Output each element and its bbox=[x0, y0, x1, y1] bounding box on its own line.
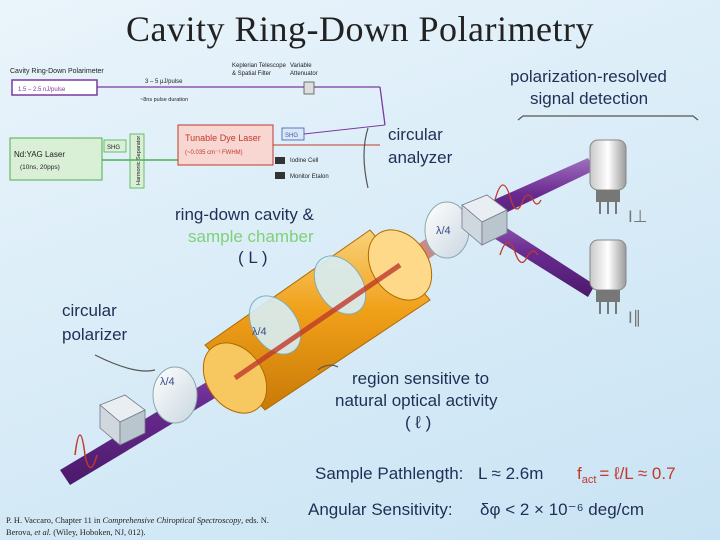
inset-pulse-energy: 1.5 – 2.5 nJ/pulse bbox=[18, 87, 66, 93]
attenuator-block bbox=[303, 81, 315, 95]
nd-yag-box bbox=[9, 137, 103, 181]
inset-attenuator-1: Variable bbox=[290, 63, 312, 69]
inset-title: Cavity Ring-Down Polarimeter bbox=[10, 68, 104, 75]
angular-value: δφ < 2 × 10⁻⁶ deg/cm bbox=[480, 500, 644, 519]
angular-label: Angular Sensitivity: bbox=[308, 500, 453, 519]
inset-pulse-duration: ~8ns pulse duration bbox=[140, 97, 188, 103]
detector-perp: I⊥ bbox=[589, 139, 648, 226]
nd-yag-label: Nd:YAG Laser bbox=[14, 150, 65, 159]
i-par-label: I∥ bbox=[628, 308, 641, 327]
dye-laser-spec: (~0.035 cm⁻¹ FWHM) bbox=[185, 150, 243, 156]
inset-beam-energy: 3 – 5 μJ/pulse bbox=[145, 79, 183, 85]
i-perp-label: I⊥ bbox=[628, 207, 648, 226]
shg-2-label: SHG bbox=[285, 133, 298, 139]
polarization-label-1: polarization-resolved bbox=[510, 67, 667, 86]
callout-labels: polarization-resolved signal detection c… bbox=[62, 67, 699, 432]
dye-laser-label: Tunable Dye Laser bbox=[185, 133, 261, 143]
input-waveplate bbox=[152, 366, 198, 424]
cavity-label-1: ring-down cavity & bbox=[175, 205, 315, 224]
monitor-etalon-label: Monitor Etalon bbox=[290, 174, 329, 180]
fact-label: fact= ℓ/L ≈ 0.7 bbox=[577, 464, 676, 486]
region-label-3: ( ℓ ) bbox=[405, 413, 431, 432]
pulse-trace-upper bbox=[494, 184, 542, 210]
input-waveplate-label: λ/4 bbox=[160, 376, 175, 388]
slide-title: Cavity Ring-Down Polarimetry bbox=[126, 9, 594, 49]
inset-spatial-filter: & Spatial Filter bbox=[232, 71, 271, 77]
detector-parallel: I∥ bbox=[589, 239, 641, 327]
pulse-trace-lower bbox=[499, 241, 539, 264]
summary: Sample Pathlength: L ≈ 2.6m fact= ℓ/L ≈ … bbox=[308, 464, 676, 519]
circular-polarizer-label-1: circular bbox=[62, 301, 117, 320]
inset-schematic: Cavity Ring-Down Polarimeter 1.5 – 2.5 n… bbox=[9, 63, 386, 189]
circular-polarizer-label-2: polarizer bbox=[62, 325, 128, 344]
pathlength-label: Sample Pathlength: bbox=[315, 464, 463, 483]
iodine-cell-label: Iodine Cell bbox=[290, 158, 318, 164]
region-label-2: natural optical activity bbox=[335, 391, 498, 410]
inset-telescope: Keplerian Telescope bbox=[232, 63, 287, 69]
nd-yag-spec: (10ns, 20pps) bbox=[20, 164, 60, 171]
inset-attenuator-2: Attenuator bbox=[290, 71, 318, 77]
pathlength-value: L ≈ 2.6m bbox=[478, 464, 543, 483]
region-label-1: region sensitive to bbox=[352, 369, 489, 388]
circular-analyzer-label-1: circular bbox=[388, 125, 443, 144]
circular-analyzer-label-2: analyzer bbox=[388, 148, 453, 167]
cavity-cylinder: λ/4 bbox=[202, 229, 433, 414]
circular-analyzer-optics: λ/4 bbox=[424, 194, 508, 259]
shg-1-label: SHG bbox=[107, 145, 120, 151]
polarization-label-2: signal detection bbox=[530, 89, 648, 108]
cavity-label-3: ( L ) bbox=[238, 248, 268, 267]
pulse-trace-in bbox=[74, 434, 98, 469]
dye-laser-box bbox=[177, 124, 274, 166]
output-waveplate-label: λ/4 bbox=[436, 225, 451, 237]
cavity-waveplate-label: λ/4 bbox=[252, 326, 267, 338]
circular-polarizer-optics: λ/4 bbox=[99, 366, 198, 446]
cavity-label-2: sample chamber bbox=[188, 227, 314, 246]
polarization-bracket bbox=[517, 115, 699, 121]
citation: P. H. Vaccaro, Chapter 11 in Comprehensi… bbox=[6, 516, 269, 537]
